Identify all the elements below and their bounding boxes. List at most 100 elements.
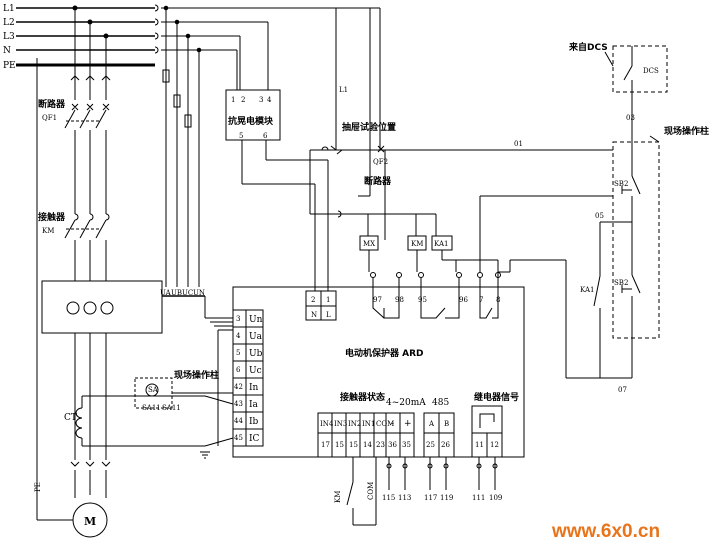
drawout-contact — [321, 145, 343, 155]
top-terminals: 97 98 95 96 7 8 — [370, 195, 613, 319]
bus-label-l1: L1 — [3, 4, 15, 14]
km-blades — [64, 219, 107, 239]
bus-label-l2: L2 — [3, 18, 15, 28]
group-terminal: 25 — [426, 441, 435, 449]
group-contactor-status: 接触器状态 — [340, 391, 385, 403]
fuse — [162, 69, 170, 83]
wire-05: 05 — [595, 212, 604, 220]
terminal-97: 97 — [373, 296, 382, 304]
group-terminal: 11 — [475, 441, 484, 449]
anti-sag-pin: 4 — [267, 96, 272, 104]
io-label: Un — [249, 315, 263, 325]
io-label: In — [249, 383, 259, 393]
protector-title: 电动机保护器 ARD — [345, 347, 424, 359]
right-control: 来自DCS DCS 03 现场操作柱 SB2 SB2 05 KA1 07 — [498, 41, 709, 394]
bottom-groups: 接触器状态 4~20mA 485 继电器信号 IN4 IN3 IN2 IN1 C… — [317, 391, 519, 458]
group-terminal: 15 — [349, 441, 358, 449]
anti-sag-pin: 6 — [263, 132, 268, 140]
km-aux-com: COM — [367, 482, 375, 500]
bus-terminals — [154, 4, 159, 54]
sensor-hole — [83, 301, 97, 315]
ct-label: CT — [64, 413, 77, 423]
group-comm: 485 — [432, 398, 449, 408]
anti-sag-pin: 2 — [241, 96, 245, 104]
anti-sag-pin: 5 — [239, 132, 243, 140]
supply-terminal-num: 1 — [326, 296, 330, 304]
anti-sag-title: 抗晃电模块 — [228, 115, 274, 127]
group-terminal: 15 — [335, 441, 344, 449]
wire-109: 109 — [489, 494, 502, 502]
group-header: A — [428, 420, 435, 428]
wire-119: 119 — [440, 494, 453, 502]
motor-label: M — [84, 515, 96, 528]
qf1-x-marks — [71, 103, 110, 111]
terminal-96: 96 — [459, 296, 468, 304]
terminal-95: 95 — [418, 296, 427, 304]
group-terminal: 17 — [321, 441, 330, 449]
wire-117: 117 — [424, 494, 437, 502]
group-terminal: 36 — [388, 441, 397, 449]
ct-coil — [75, 407, 83, 439]
io-label: Ib — [249, 417, 259, 427]
anti-sag-pin: 1 — [231, 96, 235, 104]
relay-label: MX — [363, 240, 375, 248]
dcs-contact: DCS — [643, 67, 659, 75]
group-header: IN3 — [334, 420, 347, 428]
field-column-right-box — [612, 141, 660, 339]
relay-label: KM — [411, 240, 423, 248]
group-terminal: 14 — [363, 441, 372, 449]
sensor-hole — [66, 301, 80, 315]
sb2-top: SB2 — [614, 180, 628, 188]
motor-terminal-marks — [70, 461, 111, 467]
group-header: B — [444, 420, 449, 428]
fuse — [184, 114, 192, 128]
relay-label: KA1 — [434, 240, 448, 248]
field-column-left-label: 现场操作柱 — [174, 369, 219, 381]
io-label: Uc — [249, 366, 262, 376]
io-num: 3 — [236, 315, 240, 323]
power-buses: L1 L2 L3 N PE — [3, 4, 380, 71]
group-header: IN1 — [362, 420, 375, 428]
io-num: 44 — [234, 417, 243, 425]
sa-right: SA11 — [162, 404, 181, 412]
group-header: - — [391, 419, 394, 429]
io-label: Ua — [249, 332, 263, 342]
wire-01: 01 — [514, 140, 523, 148]
relay-coils: MX KM KA1 — [359, 235, 499, 272]
relay-out-contact — [479, 278, 499, 319]
qf1-blades — [64, 109, 107, 129]
wire-111: 111 — [472, 494, 485, 502]
io-label: Ia — [249, 400, 259, 410]
wire-03: 03 — [626, 114, 635, 122]
sa-label: SA — [148, 386, 159, 394]
io-num: 6 — [236, 366, 241, 374]
io-num: 45 — [234, 434, 243, 442]
vn-label: UN — [193, 289, 205, 297]
va-label: UA — [160, 289, 172, 297]
supply-terminal-label: L — [326, 311, 331, 319]
vb-label: UB — [171, 289, 182, 297]
group-terminal: 35 — [402, 441, 411, 449]
km-aux-label: KM — [334, 491, 342, 503]
dcs-box — [612, 45, 668, 93]
no-contact — [420, 278, 460, 319]
watermark: www.6x0.cn — [551, 521, 660, 542]
wire-115: 115 — [382, 494, 395, 502]
bottom-wires: 115 113 117 119 111 109 KM COM — [334, 457, 502, 526]
vc-label: UC — [182, 289, 193, 297]
ka1-contact: KA1 — [580, 286, 594, 294]
terminal-7: 7 — [479, 296, 483, 304]
io-num: 4 — [236, 332, 241, 340]
bus-label-n: N — [3, 46, 11, 56]
fuse-arrows — [70, 75, 111, 81]
sb2-bottom: SB2 — [614, 279, 628, 287]
ground-icon — [200, 451, 210, 459]
control-feed: L1 抽屉试验位置 QF2 断路器 01 — [309, 8, 613, 240]
io-num: 42 — [234, 383, 243, 391]
sb-button-mark — [621, 186, 632, 194]
io-num: 43 — [234, 400, 243, 408]
qf2-tag: QF2 — [373, 158, 388, 166]
km-tag: KM — [42, 227, 54, 235]
fuse — [173, 94, 181, 108]
protector-sensor-block — [41, 280, 163, 334]
